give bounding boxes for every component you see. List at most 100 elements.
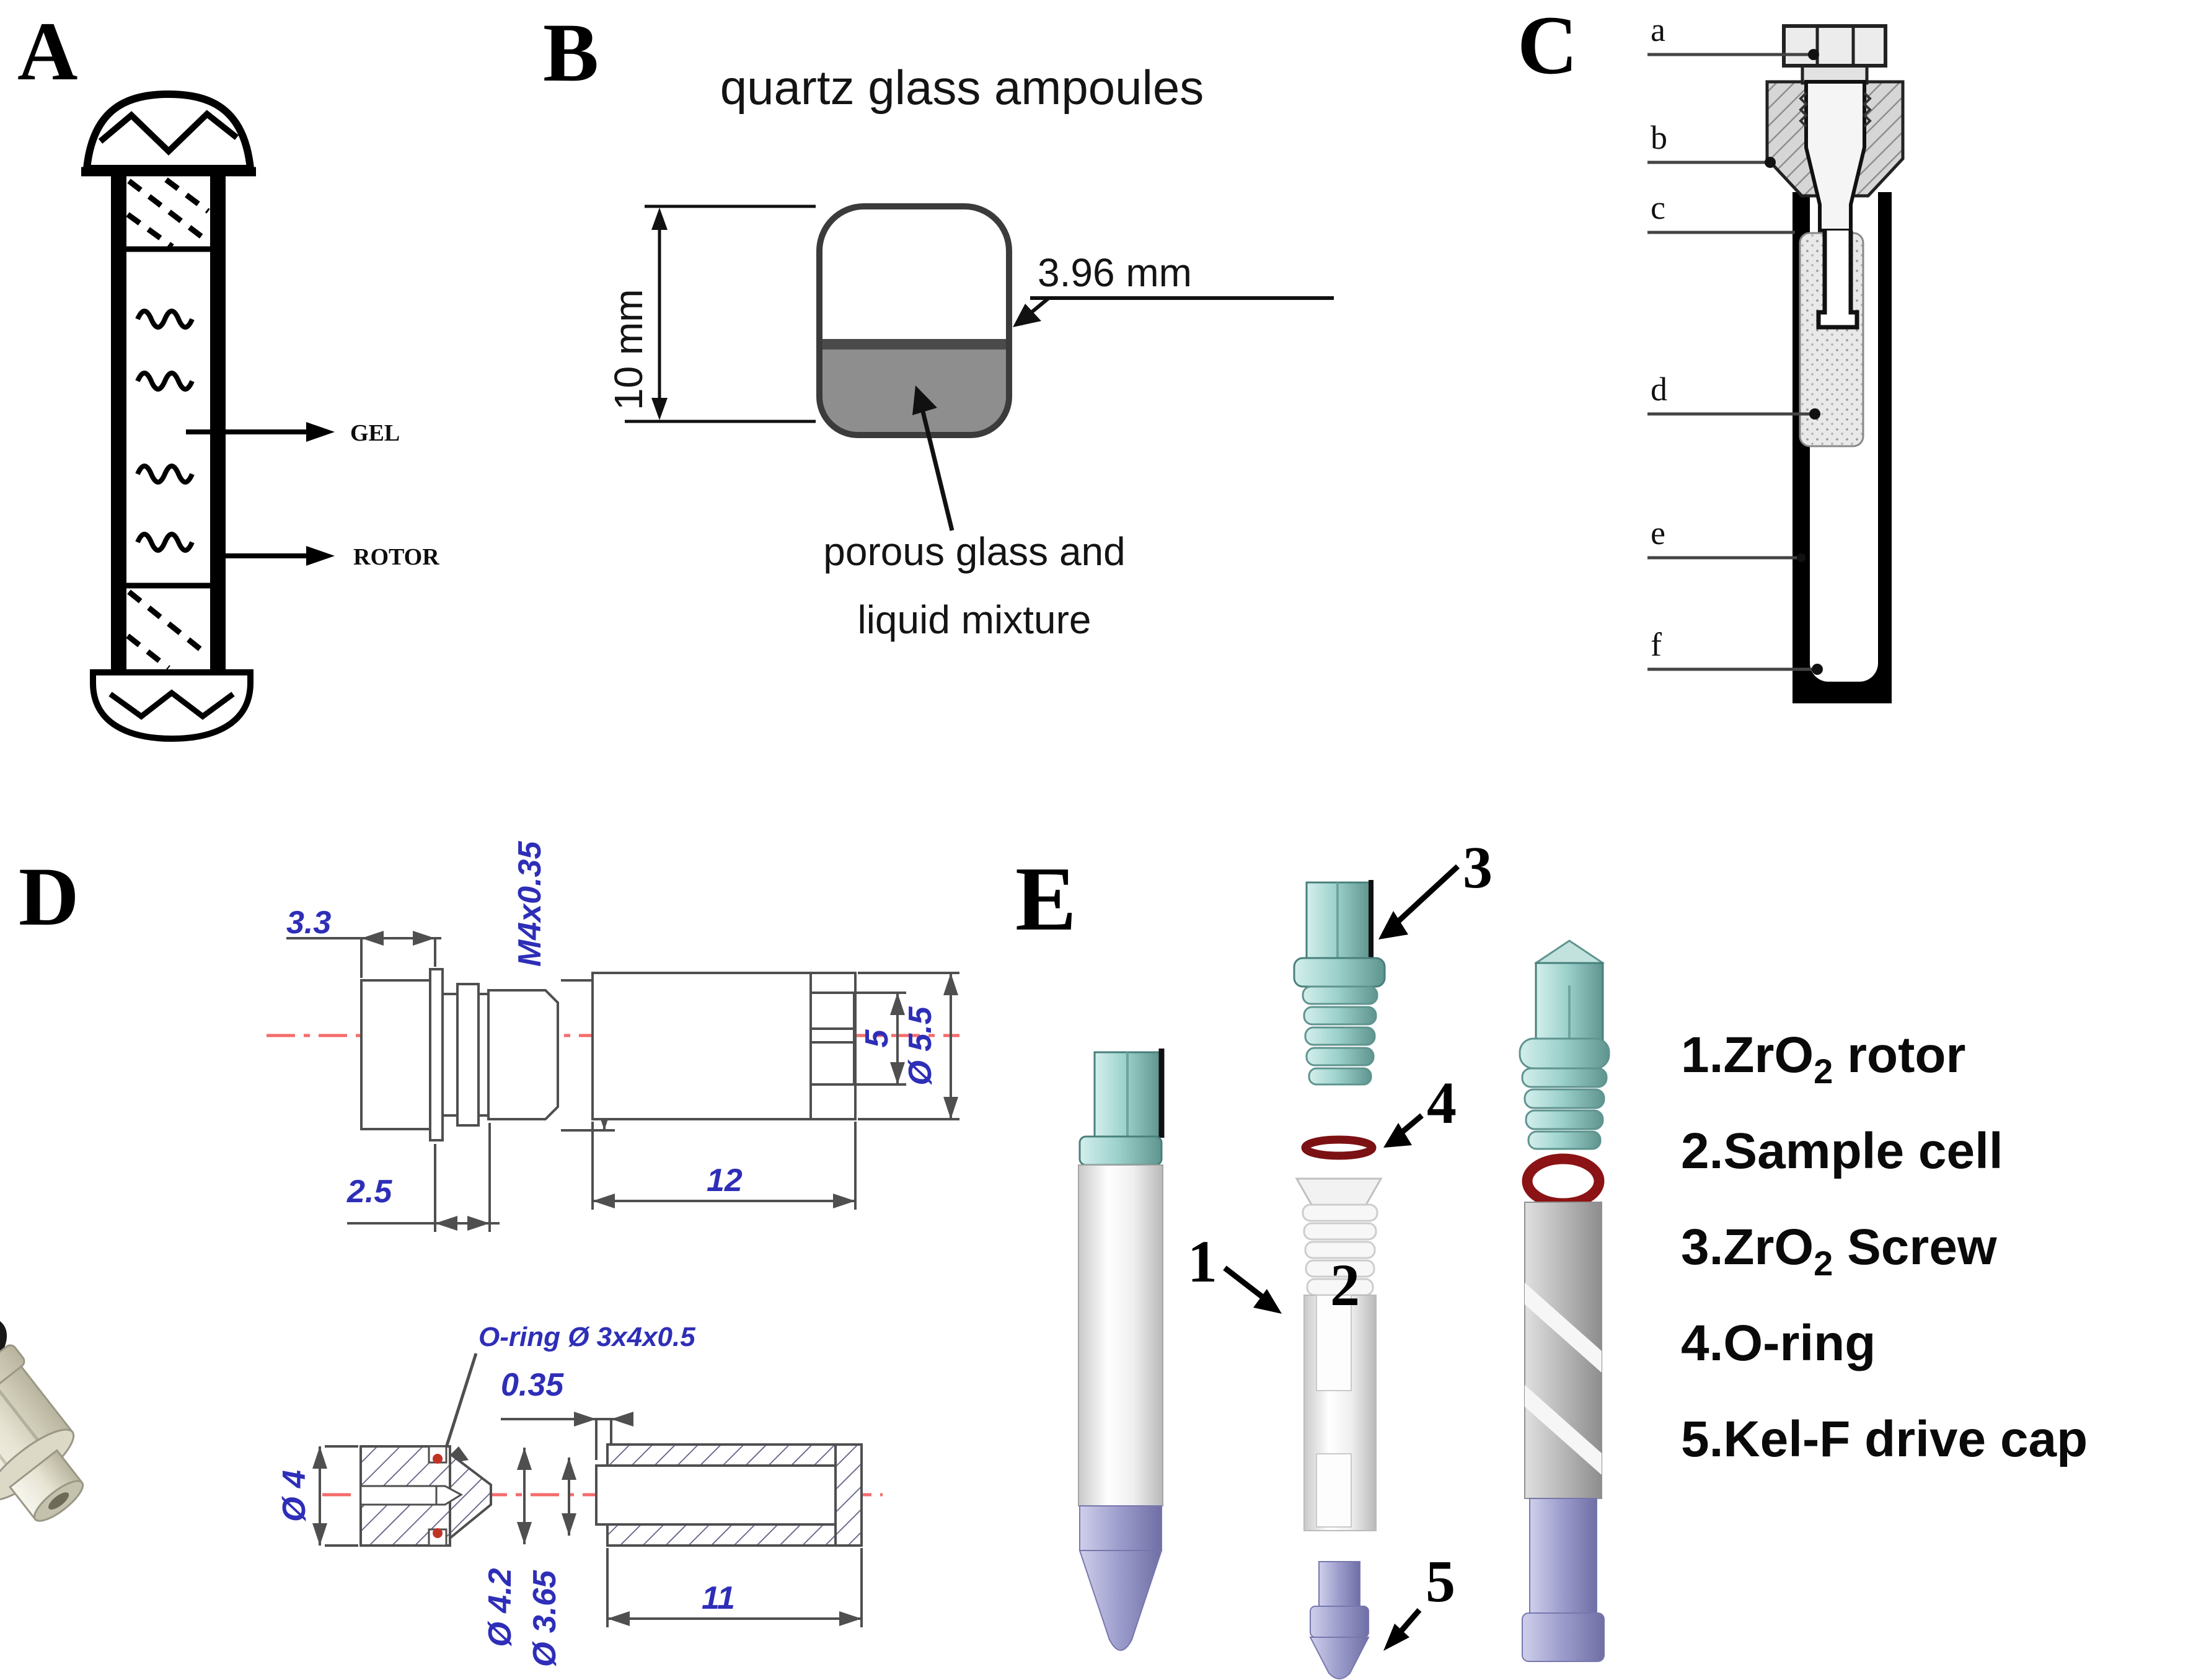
callout-5: 5: [1426, 1548, 1455, 1614]
rotor-callout: ROTOR: [222, 544, 439, 570]
caption-line2: liquid mixture: [857, 597, 1091, 642]
gel-arrowhead: [306, 422, 335, 442]
panel-c-letter: C: [1517, 0, 1578, 92]
callout-4: 4: [1427, 1070, 1457, 1136]
panel-c-callouts: a b c d e f: [1647, 11, 1823, 675]
cap-head: [1782, 24, 1887, 68]
oring-exploded: [1301, 1135, 1377, 1160]
mixture-arrowhead: [912, 385, 937, 415]
screw-stem-view: [487, 989, 559, 1120]
callout-3: 3: [1463, 834, 1493, 900]
tube-bore-section: [595, 1464, 837, 1526]
dim-4-2: Ø 4.2: [482, 1568, 518, 1647]
cap-3d-render: [0, 1317, 84, 1522]
panel-e: E: [1015, 834, 2088, 1679]
tube-wall-right: [210, 176, 226, 672]
legend-item-4: 4.O-ring: [1681, 1315, 1876, 1371]
legend-item-2: 2.Sample cell: [1681, 1123, 2003, 1179]
cutaway-slot-1: [1525, 1283, 1602, 1373]
rotor-cross-section: [1765, 24, 1905, 703]
legend-item-3: 3.ZrO2 Screw: [1681, 1219, 1997, 1283]
panel-d-letter: D: [19, 851, 79, 943]
cap-collar: [1078, 1135, 1163, 1166]
panel-e-letter: E: [1015, 848, 1077, 950]
dim-3-65: Ø 3.65: [527, 1570, 563, 1667]
oring-dot-bottom: [433, 1528, 443, 1538]
callout-c: c: [1651, 189, 1665, 226]
callout-d: d: [1651, 371, 1667, 408]
ampoule-outline: [816, 203, 1012, 438]
width-dim-label: 3.96 mm: [1038, 250, 1192, 295]
oring-assembled: [1522, 1153, 1605, 1209]
callout-a: a: [1651, 11, 1665, 48]
height-dimension: [625, 205, 816, 423]
dim-0-35: 0.35: [501, 1367, 564, 1403]
parts-legend: 1.ZrO2 rotor 2.Sample cell 3.ZrO2 Screw …: [1681, 1027, 2088, 1467]
cell-bore: [1316, 1295, 1352, 1391]
cutaway-slot-2: [1525, 1385, 1602, 1475]
tube-wall-left: [111, 176, 126, 672]
exploded-view: [1293, 880, 1386, 1679]
rotor-assembled-right: [1519, 939, 1610, 1662]
drawing-bottom: O-ring Ø 3x4x0.5 Ø 4 0.35 Ø 4.2 Ø 3.65: [276, 1322, 883, 1667]
dim-5-5: Ø 5.5: [902, 1006, 938, 1085]
cell-window: [1316, 1453, 1352, 1528]
dim-2-5: 2.5: [346, 1174, 392, 1210]
width-dim-arrowhead: [1013, 304, 1041, 327]
tube-wall-bottom-section: [606, 1523, 863, 1547]
panel-e-callouts: 3 4 1 2 5: [1188, 834, 1493, 1651]
kelf-drive-cap: [1309, 1561, 1370, 1679]
callout-e: e: [1651, 514, 1665, 552]
mixture-callout: porous glass and liquid mixture: [823, 385, 1126, 642]
dim-11: 11: [702, 1580, 735, 1616]
sample-cell: [1295, 1177, 1383, 1531]
ampoule-drawing: [816, 203, 1012, 438]
zro2-screw: [1293, 880, 1386, 1086]
tube-wall-top-section: [606, 1443, 863, 1467]
panel-b-title: quartz glass ampoules: [720, 60, 1204, 115]
rotor-gel-schematic: [81, 90, 256, 742]
callout-f: f: [1651, 626, 1662, 663]
rotor-arrowhead: [306, 546, 335, 566]
panel-a-letter: A: [17, 6, 78, 98]
panel-d: D 3.3 M4x0.35: [0, 841, 959, 1667]
drawing-top: 3.3 M4x0.35 2.5 5 Ø 5.5: [267, 841, 959, 1232]
cap-cone: [449, 1451, 492, 1541]
dim-5: 5: [859, 1029, 895, 1047]
gel-label: GEL: [350, 420, 400, 446]
panel-b-letter: B: [543, 7, 599, 99]
legend-item-1: 1.ZrO2 rotor: [1681, 1027, 1965, 1091]
dome-zigzag: [98, 110, 239, 156]
drive-cap-collar: [1079, 1505, 1162, 1551]
width-dimension: 3.96 mm: [1013, 250, 1334, 327]
dim-12: 12: [707, 1163, 743, 1198]
bottom-plug-hatch: [126, 589, 206, 671]
gel-callout: GEL: [186, 420, 400, 446]
legend-item-5: 5.Kel-F drive cap: [1681, 1411, 2088, 1467]
callout-b: b: [1651, 119, 1667, 156]
caption-line1: porous glass and: [823, 529, 1125, 574]
rotor-label: ROTOR: [353, 544, 439, 570]
panel-a: A GEL ROTOR: [17, 6, 439, 742]
screw-head-view: [360, 979, 436, 1130]
dim-4: Ø 4: [276, 1470, 312, 1522]
mixture-boundary: [822, 339, 1006, 350]
callout-1: 1: [1188, 1228, 1217, 1295]
bottom-cap-zigzag: [108, 689, 235, 720]
panel-c: C a b c d e f: [1517, 0, 1905, 703]
center-slot: [1816, 231, 1859, 330]
panel-b: B quartz glass ampoules 10 mm 3.96 mm po…: [543, 7, 1334, 642]
rotor-bottom-cap: [90, 669, 254, 742]
dim-m4: M4x0.35: [512, 841, 548, 967]
top-plug-hatch: [126, 177, 210, 249]
rotor-assembled-left: [1078, 1049, 1165, 1651]
dim-3-3: 3.3: [286, 905, 331, 941]
rotor-body: [1078, 1164, 1163, 1506]
cap-bore: [359, 1485, 438, 1506]
gel-squiggles: [135, 309, 195, 553]
callout-2: 2: [1330, 1252, 1360, 1318]
oring-dot-top: [433, 1454, 443, 1464]
porous-mixture-fill: [822, 348, 1006, 433]
height-dim-label: 10 mm: [606, 289, 651, 410]
